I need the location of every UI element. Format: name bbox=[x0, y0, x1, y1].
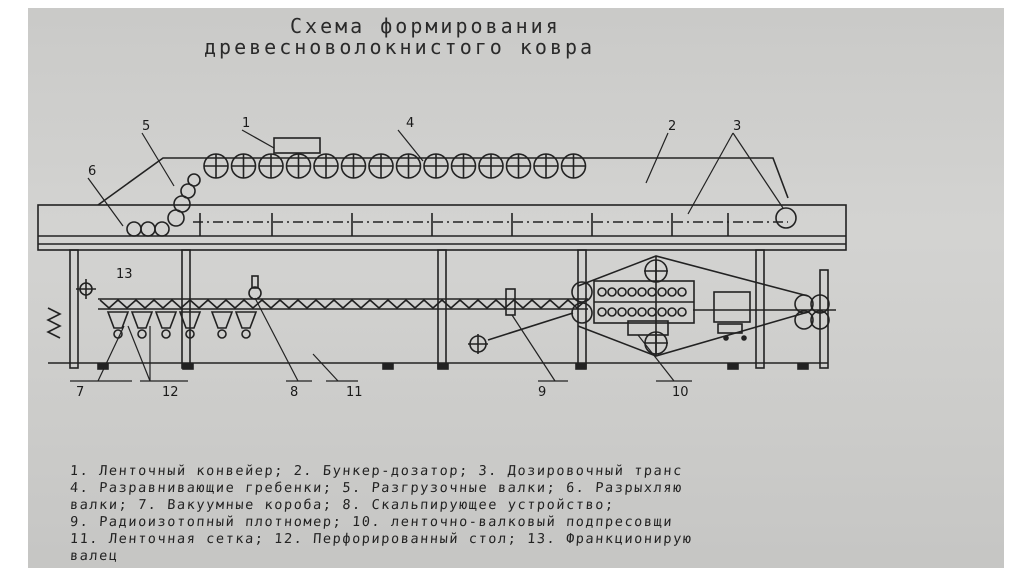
callout-13: 13 bbox=[116, 267, 133, 282]
belt-conveyor-box bbox=[273, 137, 321, 154]
callout-8: 8 bbox=[290, 385, 298, 400]
callout-2: 2 bbox=[668, 119, 676, 134]
floor-feet bbox=[97, 363, 809, 370]
hopper-outline bbox=[97, 157, 789, 206]
legend-line-4: 9. Радиоизотопный плотномер; 10. ленточн… bbox=[69, 514, 674, 530]
callout-9: 9 bbox=[538, 385, 546, 400]
legend-line-1: 1. Ленточный конвейер; 2. Бункер-дозатор… bbox=[69, 463, 684, 479]
callout-4: 4 bbox=[406, 116, 414, 131]
callout-5: 5 bbox=[142, 119, 150, 134]
vacuum-box bbox=[106, 311, 130, 329]
dosing-drum bbox=[775, 207, 797, 229]
left-brackets bbox=[46, 307, 62, 339]
callout-10: 10 bbox=[672, 385, 689, 400]
callout-11: 11 bbox=[346, 385, 363, 400]
diagram-photo: Схема формирования древесноволокнистого … bbox=[28, 8, 1004, 568]
scalping-device bbox=[248, 275, 262, 300]
callout-leaders bbox=[70, 129, 784, 382]
callout-3: 3 bbox=[733, 119, 741, 134]
legend-line-3: валки; 7. Вакуумные короба; 8. Скальпиру… bbox=[69, 497, 616, 513]
callout-1: 1 bbox=[242, 116, 250, 131]
vacuum-box bbox=[178, 311, 202, 329]
callout-6: 6 bbox=[88, 164, 96, 179]
density-meter bbox=[505, 288, 516, 316]
legend-line-5: 11. Ленточная сетка; 12. Перфорированный… bbox=[69, 531, 694, 547]
output-rolls bbox=[693, 294, 836, 330]
callout-12: 12 bbox=[162, 385, 179, 400]
vacuum-box bbox=[210, 311, 234, 329]
leveling-rakes bbox=[203, 153, 587, 179]
diagram-title: Схема формирования bbox=[290, 14, 561, 38]
diagram-subtitle: древесноволокнистого ковра bbox=[204, 35, 596, 59]
vacuum-box bbox=[130, 311, 154, 329]
vacuum-boxes bbox=[106, 311, 258, 339]
legend-line-6: валец bbox=[69, 548, 120, 564]
loosening-rolls bbox=[126, 221, 170, 237]
fractioning-roller bbox=[76, 279, 96, 299]
vacuum-box bbox=[234, 311, 258, 329]
vacuum-box bbox=[154, 311, 178, 329]
prepress-unit bbox=[571, 255, 809, 357]
callout-7: 7 bbox=[76, 385, 84, 400]
unloading-rolls bbox=[167, 173, 201, 227]
legend-line-2: 4. Разравнивающие гребенки; 5. Разгрузоч… bbox=[69, 480, 684, 496]
dosing-dividers bbox=[199, 213, 729, 236]
